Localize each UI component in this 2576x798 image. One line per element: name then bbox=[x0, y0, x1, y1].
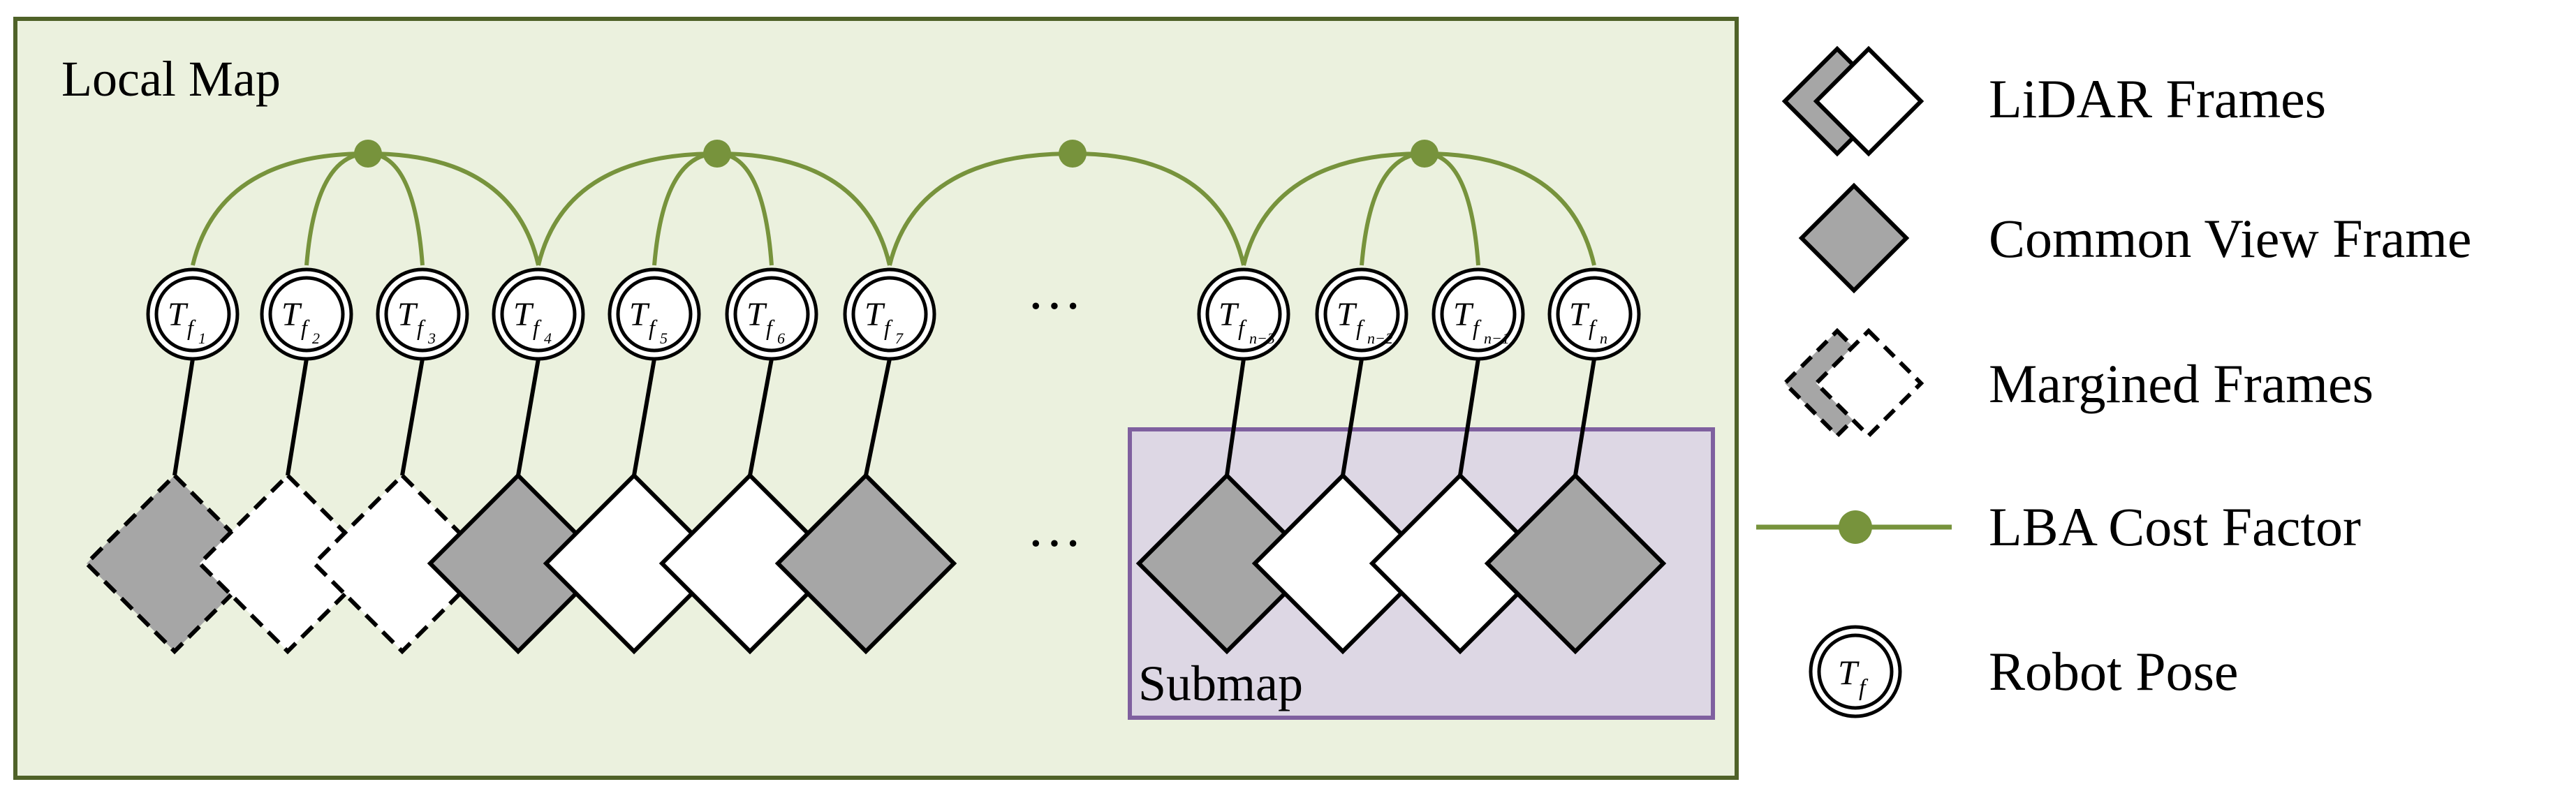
factor-node bbox=[354, 140, 382, 168]
pose-frame-link bbox=[516, 358, 540, 476]
pose-symbol: T bbox=[1453, 296, 1474, 333]
legend-margined-frames-icon bbox=[1781, 327, 1924, 439]
factor-edge bbox=[536, 152, 718, 266]
pose-symbol: T bbox=[1219, 296, 1239, 333]
frame-common-view-n bbox=[1484, 472, 1667, 655]
lba-cost-factor-d bbox=[1242, 140, 1596, 266]
pose-index: 4 bbox=[544, 330, 552, 347]
factor-node bbox=[703, 140, 731, 168]
factor-edge bbox=[1072, 152, 1246, 266]
legend-lba-cost-factor-label: LBA Cost Factor bbox=[1989, 496, 2361, 557]
pose-index: 1 bbox=[198, 330, 206, 347]
pose-symbol: T bbox=[281, 296, 302, 333]
legend-lidar-frames-icon bbox=[1781, 45, 1924, 157]
pose-symbol: T bbox=[168, 296, 189, 333]
lba-factor-layer bbox=[191, 140, 1596, 266]
factor-node bbox=[1411, 140, 1438, 168]
legend-robot-pose-label: Robot Pose bbox=[1989, 641, 2239, 702]
pose-frame-link bbox=[1458, 358, 1480, 476]
pose-frame-link bbox=[1573, 358, 1596, 476]
factor-edge bbox=[716, 152, 892, 266]
factor-node bbox=[1059, 140, 1087, 168]
pose-symbol: T bbox=[1337, 296, 1357, 333]
legend-common-view-frame-label: Common View Frame bbox=[1989, 208, 2472, 269]
pose-index: n−3 bbox=[1249, 330, 1275, 347]
pose-index: n bbox=[1600, 330, 1607, 347]
pose-frame-link bbox=[632, 358, 656, 476]
legend-common-view-frame-icon bbox=[1798, 182, 1910, 294]
pose-ellipsis: ··· bbox=[1026, 276, 1082, 337]
factor-edge bbox=[191, 152, 369, 266]
legend-robot-pose-icon: T f bbox=[1809, 625, 1902, 718]
pose-frame-link bbox=[286, 358, 309, 476]
pose-index: 3 bbox=[427, 330, 436, 347]
pose-frame-link bbox=[1341, 358, 1364, 476]
lba-cost-factor-c bbox=[888, 140, 1246, 266]
factor-edge bbox=[1242, 152, 1425, 266]
frame-common-view-7 bbox=[774, 472, 957, 655]
legend-margined-frames-label: Margined Frames bbox=[1989, 353, 2373, 414]
pose-symbol: T bbox=[513, 296, 534, 333]
pose-index: n−2 bbox=[1367, 330, 1393, 347]
factor-edge bbox=[1424, 152, 1596, 266]
factor-edge bbox=[888, 152, 1073, 266]
frame-ellipsis: ··· bbox=[1026, 513, 1082, 575]
local-map-label: Local Map bbox=[61, 51, 281, 107]
pose-frame-link bbox=[400, 358, 425, 476]
pose-frame-link bbox=[1225, 358, 1246, 476]
pose-symbol: T bbox=[397, 296, 418, 333]
pose-symbol: T bbox=[746, 296, 767, 333]
pose-frame-link bbox=[864, 358, 892, 476]
lba-cost-factor-a bbox=[191, 140, 540, 266]
pose-index: 2 bbox=[312, 330, 320, 347]
pose-frame-link bbox=[172, 358, 195, 476]
legend: LiDAR Frames Common View Frame Margined … bbox=[1756, 45, 2472, 718]
pose-symbol: T bbox=[1569, 296, 1590, 333]
legend-lba-cost-factor-icon bbox=[1756, 510, 1952, 544]
pose-frame-links bbox=[172, 358, 1596, 476]
pose-index: 6 bbox=[777, 330, 785, 347]
pose-frame-link bbox=[748, 358, 774, 476]
pose-index: n−1 bbox=[1484, 330, 1510, 347]
pose-symbol: T bbox=[864, 296, 885, 333]
pose-index: 5 bbox=[660, 330, 668, 347]
lba-cost-factor-b bbox=[536, 140, 892, 266]
legend-pose-symbol: T bbox=[1838, 653, 1860, 692]
submap-label: Submap bbox=[1138, 656, 1303, 711]
pose-symbol: T bbox=[629, 296, 650, 333]
legend-lidar-frames-label: LiDAR Frames bbox=[1989, 68, 2326, 129]
pose-index: 7 bbox=[895, 330, 904, 347]
lidar-frames-row bbox=[83, 472, 1667, 655]
factor-edge bbox=[367, 152, 540, 266]
